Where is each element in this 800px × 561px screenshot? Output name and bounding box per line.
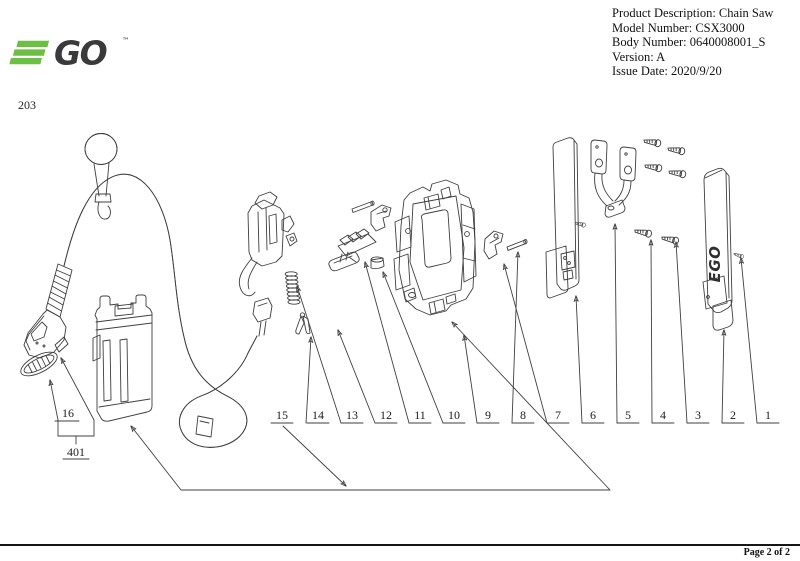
info-line-version: Version: A bbox=[612, 49, 666, 64]
callout-2: 2 bbox=[730, 408, 736, 422]
side-cover: EGO bbox=[702, 167, 734, 331]
grommet bbox=[370, 256, 385, 270]
power-cable bbox=[63, 173, 258, 448]
switch-assembly bbox=[238, 191, 298, 337]
callout-9: 9 bbox=[485, 408, 491, 422]
terminal-block bbox=[337, 228, 377, 263]
ego-logo: GO ™ bbox=[9, 34, 130, 73]
retaining-clip bbox=[295, 312, 311, 335]
leader-lines bbox=[50, 224, 758, 491]
callout-15: 15 bbox=[276, 408, 288, 422]
cover-logo-text: EGO bbox=[706, 246, 724, 283]
logo-e-bars bbox=[9, 40, 50, 65]
bent-bracket bbox=[370, 204, 392, 232]
cover-plate bbox=[20, 351, 58, 377]
spring bbox=[284, 271, 301, 305]
trademark-symbol: ™ bbox=[122, 36, 130, 45]
callout-10: 10 bbox=[448, 408, 460, 422]
info-line-product: Product Description: Chain Saw bbox=[612, 6, 774, 20]
wishbone-bracket bbox=[590, 139, 637, 218]
callout-6: 6 bbox=[590, 408, 596, 422]
cable-clip bbox=[195, 415, 214, 438]
cover-plate-ribs bbox=[27, 355, 51, 373]
wire-connector bbox=[252, 297, 273, 323]
battery-adapter bbox=[92, 294, 153, 422]
main-housing bbox=[393, 179, 477, 316]
hinge-pin bbox=[506, 238, 528, 251]
callout-12: 12 bbox=[380, 408, 392, 422]
callout-labels: 1 2 3 4 5 6 7 8 9 10 11 12 13 1 bbox=[54, 406, 780, 460]
info-line-body: Body Number: 0640008001_S bbox=[612, 35, 766, 50]
callout-3: 3 bbox=[695, 408, 701, 422]
footer: Page 2 of 2 bbox=[0, 544, 800, 558]
rail-bar bbox=[545, 137, 580, 299]
product-info: Product Description: Chain Saw Model Num… bbox=[612, 6, 773, 79]
info-line-model: Model Number: CSX3000 bbox=[612, 20, 745, 35]
info-line-date: Issue Date: 2020/9/20 bbox=[612, 64, 722, 79]
callout-401: 401 bbox=[67, 445, 85, 459]
logo-go-text: GO bbox=[54, 34, 107, 73]
doc-code: 203 bbox=[18, 98, 36, 112]
pin-rod bbox=[351, 200, 375, 213]
callout-11: 11 bbox=[414, 408, 426, 422]
callout-4: 4 bbox=[660, 408, 666, 422]
flat-bracket bbox=[328, 251, 360, 272]
callout-14: 14 bbox=[312, 408, 324, 422]
hang-loop bbox=[84, 133, 118, 220]
callout-8: 8 bbox=[520, 408, 526, 422]
power-connector bbox=[23, 263, 73, 359]
callout-13: 13 bbox=[346, 408, 358, 422]
corner-bracket bbox=[483, 230, 504, 260]
callout-1: 1 bbox=[765, 408, 771, 422]
callout-5: 5 bbox=[625, 408, 631, 422]
callout-16: 16 bbox=[62, 406, 74, 420]
page-number: Page 2 of 2 bbox=[743, 547, 790, 558]
callout-7: 7 bbox=[555, 408, 561, 422]
